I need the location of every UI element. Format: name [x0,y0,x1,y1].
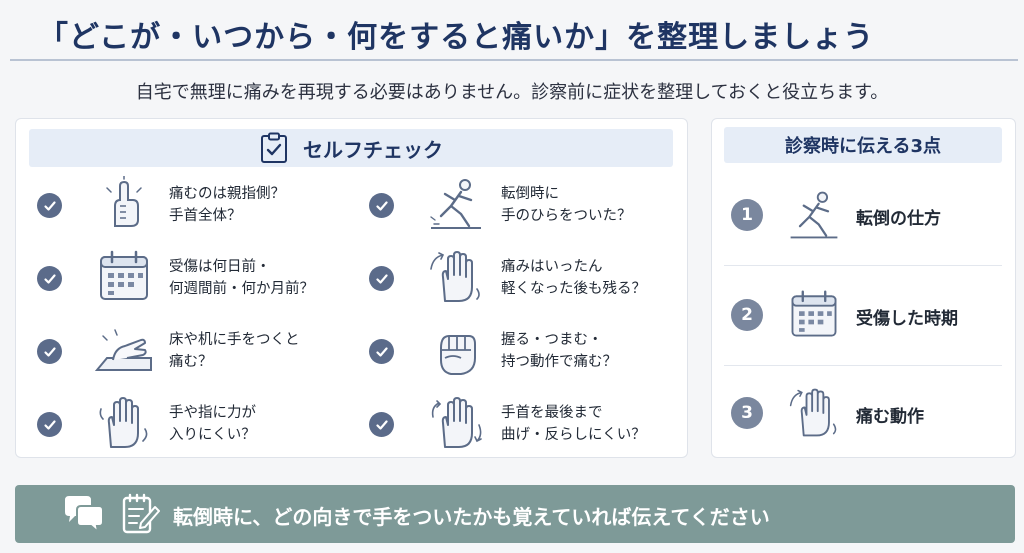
checkmark-icon [43,419,56,430]
checkmark-icon [375,346,388,357]
check-item: 痛むのは親指側？ 手首全体？ [37,173,357,239]
point-label: 転倒の仕方 [856,209,941,229]
check-text: 痛むのは親指側？ 手首全体？ [169,186,285,224]
number-badge: 1 [731,199,763,231]
checkmark-icon [375,200,388,211]
checkmark-icon [375,419,388,430]
check-badge [369,266,394,291]
check-item: 転倒時に 手のひらをついた？ [369,173,689,239]
check-badge [369,193,394,218]
footer-banner: 転倒時に、どの向きで手をついたかも覚えていれば伝えてください [15,485,1015,543]
point-label: 受傷した時期 [856,309,958,329]
checkmark-icon [43,273,56,284]
falling-person-icon [790,191,838,239]
check-item: 床や机に手をつくと 痛む？ [37,319,357,385]
check-item: 握る・つまむ・ 持つ動作で痛む？ [369,319,689,385]
point-row: 3 痛む動作 [724,365,1002,463]
clipboard-check-icon [261,132,287,163]
check-badge [369,412,394,437]
wrist-bend-icon [431,397,482,448]
point-row: 1 転倒の仕方 [724,167,1002,265]
check-text: 床や机に手をつくと 痛む？ [169,332,300,370]
title-divider [10,59,1018,61]
check-badge [37,193,62,218]
hand-on-desk-icon [94,329,152,371]
tell-points-title: 診察時に伝える3点 [724,127,1002,163]
page-subtitle: 自宅で無理に痛みを再現する必要はありません。診察前に症状を整理しておくと役立ちま… [135,82,889,103]
check-item: 手首を最後まで 曲げ・反らしにくい？ [369,392,689,458]
check-text: 痛みはいったん 軽くなった後も残る？ [501,259,646,297]
number-badge: 3 [731,397,763,429]
checkmark-icon [375,273,388,284]
divider [724,365,1002,366]
calendar-icon [791,290,837,337]
point-row: 2 受傷した時期 [724,267,1002,365]
hand-motion-icon [430,251,480,302]
divider [724,265,1002,266]
number-badge: 2 [731,299,763,331]
check-text: 手や指に力が 入りにくい？ [169,405,256,443]
footer-message: 転倒時に、どの向きで手をついたかも覚えていれば伝えてください [173,505,770,529]
tell-points-panel: 診察時に伝える3点 1 転倒の仕方 2 受傷した時期 3 [711,118,1016,458]
self-check-title: セルフチェック [303,137,443,162]
checkmark-icon [43,200,56,211]
calendar-icon [100,250,148,300]
check-badge [37,412,62,437]
check-item: 手や指に力が 入りにくい？ [37,392,357,458]
self-check-panel: セルフチェック 痛むのは親指側？ 手首全体？ 受傷は何日前・ 何週間前・何か月前… [15,118,688,458]
point-label: 痛む動作 [856,407,924,427]
page-title: 「どこが・いつから・何をすると痛いか」を整理しましょう [38,20,875,55]
hand-motion-icon [789,388,837,437]
checkmark-icon [43,346,56,357]
check-text: 手首を最後まで 曲げ・反らしにくい？ [501,405,646,443]
check-text: 受傷は何日前・ 何週間前・何か月前？ [169,259,314,297]
check-item: 受傷は何日前・ 何週間前・何か月前？ [37,246,357,312]
check-badge [369,339,394,364]
check-badge [37,266,62,291]
speech-bubbles-icon [65,496,104,532]
check-text: 転倒時に 手のひらをついた？ [501,186,632,224]
falling-person-icon [430,179,481,229]
self-check-header: セルフチェック [29,129,673,167]
fist-grip-icon [440,335,476,375]
check-text: 握る・つまむ・ 持つ動作で痛む？ [501,332,617,370]
hand-weak-icon [99,397,148,448]
check-badge [37,339,62,364]
notepad-pen-icon [122,493,160,534]
check-item: 痛みはいったん 軽くなった後も残る？ [369,246,689,312]
thumb-hand-icon [106,176,142,227]
